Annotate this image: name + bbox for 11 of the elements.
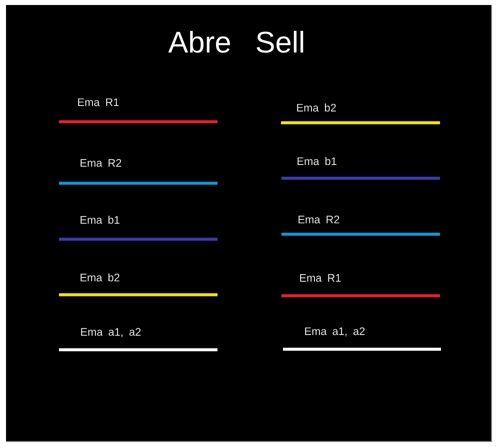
band-label: Ema b1: [80, 216, 120, 224]
band-label: Ema R1: [300, 274, 341, 282]
title: Abre Sell: [168, 30, 304, 53]
band-label: Ema R1: [78, 98, 119, 106]
band-label: Ema R2: [80, 159, 122, 167]
band-label: Ema a1, a2: [305, 327, 365, 336]
band-label: Ema b1: [298, 157, 336, 166]
band-label: Ema b2: [80, 273, 120, 282]
band-label: Ema b2: [297, 104, 336, 112]
band-label: Ema a1, a2: [81, 328, 141, 338]
band-label: Ema R2: [298, 216, 340, 224]
